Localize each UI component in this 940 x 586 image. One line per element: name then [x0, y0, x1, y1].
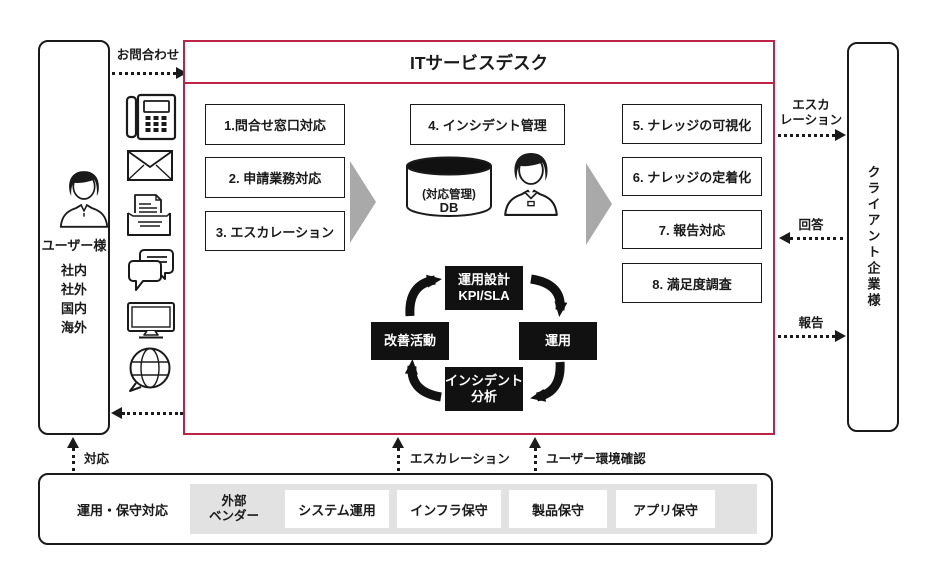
db-label-line1: (対応管理): [422, 189, 476, 201]
response-up-arrow: [71, 448, 75, 471]
escalation-flow-arrow: [778, 134, 835, 137]
report-flow-arrow: [778, 335, 835, 338]
answer-flow-label: 回答: [798, 218, 824, 232]
report-flow-label: 報告: [798, 316, 824, 330]
service-chip-3: 製品保守: [509, 490, 607, 528]
service-chip-2: インフラ保守: [397, 490, 501, 528]
front-task-2: 2. 申請業務対応: [205, 157, 345, 198]
service-chip-4: アプリ保守: [616, 490, 715, 528]
client-panel: クライアント企業様: [847, 42, 899, 432]
flow-right-arrow-icon: [350, 161, 376, 243]
service-chip-1: システム運用: [285, 490, 389, 528]
escalation-flow-label: エスカ レーション: [779, 98, 843, 127]
escalation-up-arrowhead-icon: [392, 437, 404, 448]
cycle-arrows-icon: [404, 274, 568, 402]
vendor-label: 外部 ベンダー: [208, 494, 259, 523]
front-task-1: 1.問合せ窓口対応: [205, 104, 345, 145]
fax-icon: [127, 194, 171, 236]
escalation-arrowhead-icon: [835, 129, 846, 141]
response-return-arrowhead-icon: [111, 407, 122, 419]
db-label-line2: DB: [439, 200, 459, 215]
flow-right-arrow-icon-2: [586, 163, 612, 245]
back-task-5: 5. ナレッジの可視化: [622, 104, 762, 144]
back-task-8: 8. 満足度調査: [622, 263, 762, 303]
escalation-up-label: エスカレーション: [410, 452, 510, 466]
front-task-3: 3. エスカレーション: [205, 211, 345, 251]
inquiry-flow-label: お問合わせ: [116, 48, 180, 62]
cycle-run-box: 運用: [519, 322, 597, 360]
response-up-arrowhead-icon: [67, 437, 79, 448]
report-arrowhead-icon: [835, 330, 846, 342]
client-panel-title: クライアント企業様: [865, 165, 881, 309]
service-desk-title: ITサービスデスク: [185, 42, 773, 84]
user-panel-title: ユーザー様: [41, 237, 107, 253]
user-panel: [38, 40, 110, 435]
answer-arrowhead-icon: [779, 232, 790, 244]
cycle-analysis-box: インシデント 分析: [445, 367, 523, 411]
mail-icon: [127, 150, 173, 181]
response-up-label: 対応: [84, 452, 110, 466]
response-return-arrow: [122, 412, 183, 415]
phone-icon: [125, 93, 177, 141]
env-check-up-arrow: [533, 448, 537, 471]
env-check-arrowhead-icon: [529, 437, 541, 448]
operator-person-icon: [504, 153, 558, 216]
back-task-7: 7. 報告対応: [622, 210, 762, 249]
cycle-plan-box: 運用設計 KPI/SLA: [445, 266, 523, 310]
user-person-icon: [59, 171, 109, 228]
web-globe-icon: [129, 347, 171, 392]
env-check-label: ユーザー環境確認: [546, 452, 646, 466]
back-task-6: 6. ナレッジの定着化: [622, 157, 762, 196]
escalation-up-arrow: [396, 448, 400, 471]
database-cylinder-icon: [406, 156, 492, 218]
monitor-icon: [127, 302, 175, 339]
cycle-improve-box: 改善活動: [371, 322, 449, 360]
inquiry-flow-arrow: [112, 72, 176, 75]
incident-management-box: 4. インシデント管理: [410, 104, 565, 145]
chat-icon: [128, 249, 174, 291]
inquiry-arrowhead-icon: [176, 67, 187, 79]
user-panel-audience: 社内 社外 国内 海外: [60, 263, 87, 335]
answer-flow-arrow: [790, 237, 843, 240]
maintenance-title: 運用・保守対応: [76, 502, 168, 518]
